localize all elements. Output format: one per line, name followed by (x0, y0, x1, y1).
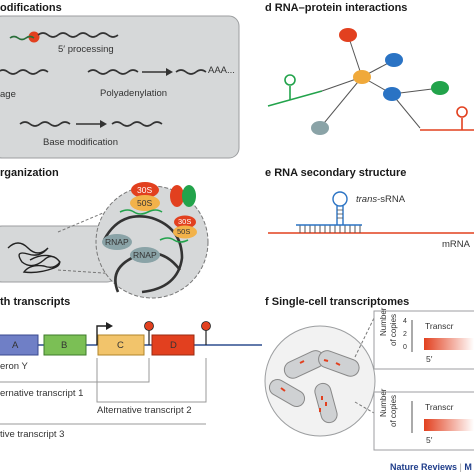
rnap-2 (130, 247, 160, 263)
label-rnap-1: RNAP (105, 237, 129, 247)
panel-a-title: odifications (0, 2, 62, 14)
ylabel-copies-1: of copies (389, 313, 398, 346)
label-transcript-1: ernative transcript 1 (0, 388, 84, 399)
ylabel-number-2: Number (379, 388, 388, 417)
label-base-modification: Base modification (43, 137, 118, 148)
label-5prime-processing: 5′ processing (58, 44, 114, 55)
srna-hairpin (332, 191, 348, 225)
panel-b-title: rganization (0, 167, 59, 179)
zoom-f-line-top (354, 317, 375, 358)
promoter-arrow (96, 325, 106, 345)
journal-footer: Nature Reviews | M (390, 462, 472, 472)
five-prime-2: 5′ (426, 435, 433, 445)
hairpin-pairs (337, 209, 343, 219)
processing-rna-2 (37, 32, 119, 38)
legend-transcript-1: Transcr (425, 321, 454, 331)
ylabel-number-1: Number (379, 307, 388, 336)
basemod-arrowhead (100, 120, 107, 128)
label-50s-top: 50S (137, 198, 153, 208)
cell-3 (268, 379, 306, 407)
polyA-rna-2 (175, 69, 207, 75)
label-50s-low: 50S (177, 227, 191, 236)
protein-blue-mid (383, 87, 401, 101)
panel-f-title: f Single-cell transcriptomes (265, 296, 410, 308)
tick-0-1: 0 (403, 344, 407, 351)
gene-label-C: C (117, 340, 124, 351)
label-cleavage: age (0, 89, 16, 100)
transcript-gradient-2 (424, 419, 474, 431)
polyA-rna-1 (87, 69, 139, 75)
label-mrna: mRNA (442, 239, 470, 250)
protein-blue-top (385, 53, 403, 67)
transcript-marks (280, 359, 341, 412)
rnap-1 (102, 234, 132, 250)
label-rnap-2: RNAP (133, 250, 157, 260)
ylabel-copies-2: of copies (389, 394, 398, 427)
nucleoid-tangle (7, 242, 61, 274)
gene-B (43, 334, 87, 356)
label-30s-low: 30S (178, 217, 192, 226)
gene-label-B: B (61, 340, 68, 351)
promoter-arrowhead (106, 322, 113, 330)
label-trans-srna: trans-sRNA (356, 194, 406, 205)
protein-complex-red (170, 185, 184, 207)
interaction-network (319, 34, 441, 129)
gene-label-D: D (170, 340, 177, 351)
protein-orange (353, 70, 371, 84)
polyA-arrowhead (166, 68, 173, 76)
panel-a-box (0, 15, 240, 159)
five-prime-1: 5′ (426, 354, 433, 364)
footer-separator: | (459, 462, 462, 472)
gene-D (151, 334, 195, 356)
mrna-top (119, 209, 163, 215)
label-transcript-2: Alternative transcript 2 (97, 405, 192, 416)
ribosome-50s-low (173, 225, 197, 239)
panel-e-title: e RNA secondary structure (265, 167, 407, 179)
transcript-brackets (0, 358, 207, 425)
rna-hairpin-green (267, 74, 323, 107)
mrna-low (159, 237, 189, 243)
basemod-rna-1 (19, 121, 71, 127)
terminator-2-icon (201, 321, 211, 331)
legend-transcript-2: Transcr (425, 402, 454, 412)
terminator-1-icon (144, 321, 154, 331)
ribosome-30s-low (174, 215, 196, 229)
ribosome-30s-top (131, 182, 159, 198)
label-polyA-tail: AAA... (208, 65, 235, 76)
processing-rna-1 (9, 35, 35, 41)
tick-4-1: 4 (403, 318, 407, 325)
label-transcript-3: tive transcript 3 (0, 429, 65, 440)
protein-gray (311, 121, 329, 135)
basemod-rna-2 (111, 121, 163, 127)
protein-red (339, 28, 357, 42)
protein-complex-green (182, 185, 196, 207)
rna-hairpin-orange (420, 106, 474, 131)
base-pairs (299, 225, 361, 233)
footer-suffix: M (464, 462, 472, 472)
cell-container (264, 325, 376, 437)
label-polyadenylation: Polyadenylation (100, 88, 168, 99)
gene-A (0, 334, 39, 356)
panel-d-title: d RNA–protein interactions (265, 2, 408, 14)
transcript-gradient-1 (424, 338, 474, 350)
protein-green (431, 81, 449, 95)
processing-enzyme-icon (28, 31, 40, 43)
ribosome-50s-top (130, 195, 160, 211)
label-operon: eron Y (0, 361, 28, 372)
journal-name: Nature Reviews (390, 462, 458, 472)
panel-c-title: th transcripts (0, 296, 71, 308)
gene-C (97, 334, 145, 356)
tick-2-1: 2 (403, 331, 407, 338)
label-30s-top: 30S (137, 185, 153, 195)
gene-label-A: A (12, 340, 19, 351)
cleavage-rna (0, 69, 49, 75)
zoom-f-line-bottom (354, 401, 375, 414)
